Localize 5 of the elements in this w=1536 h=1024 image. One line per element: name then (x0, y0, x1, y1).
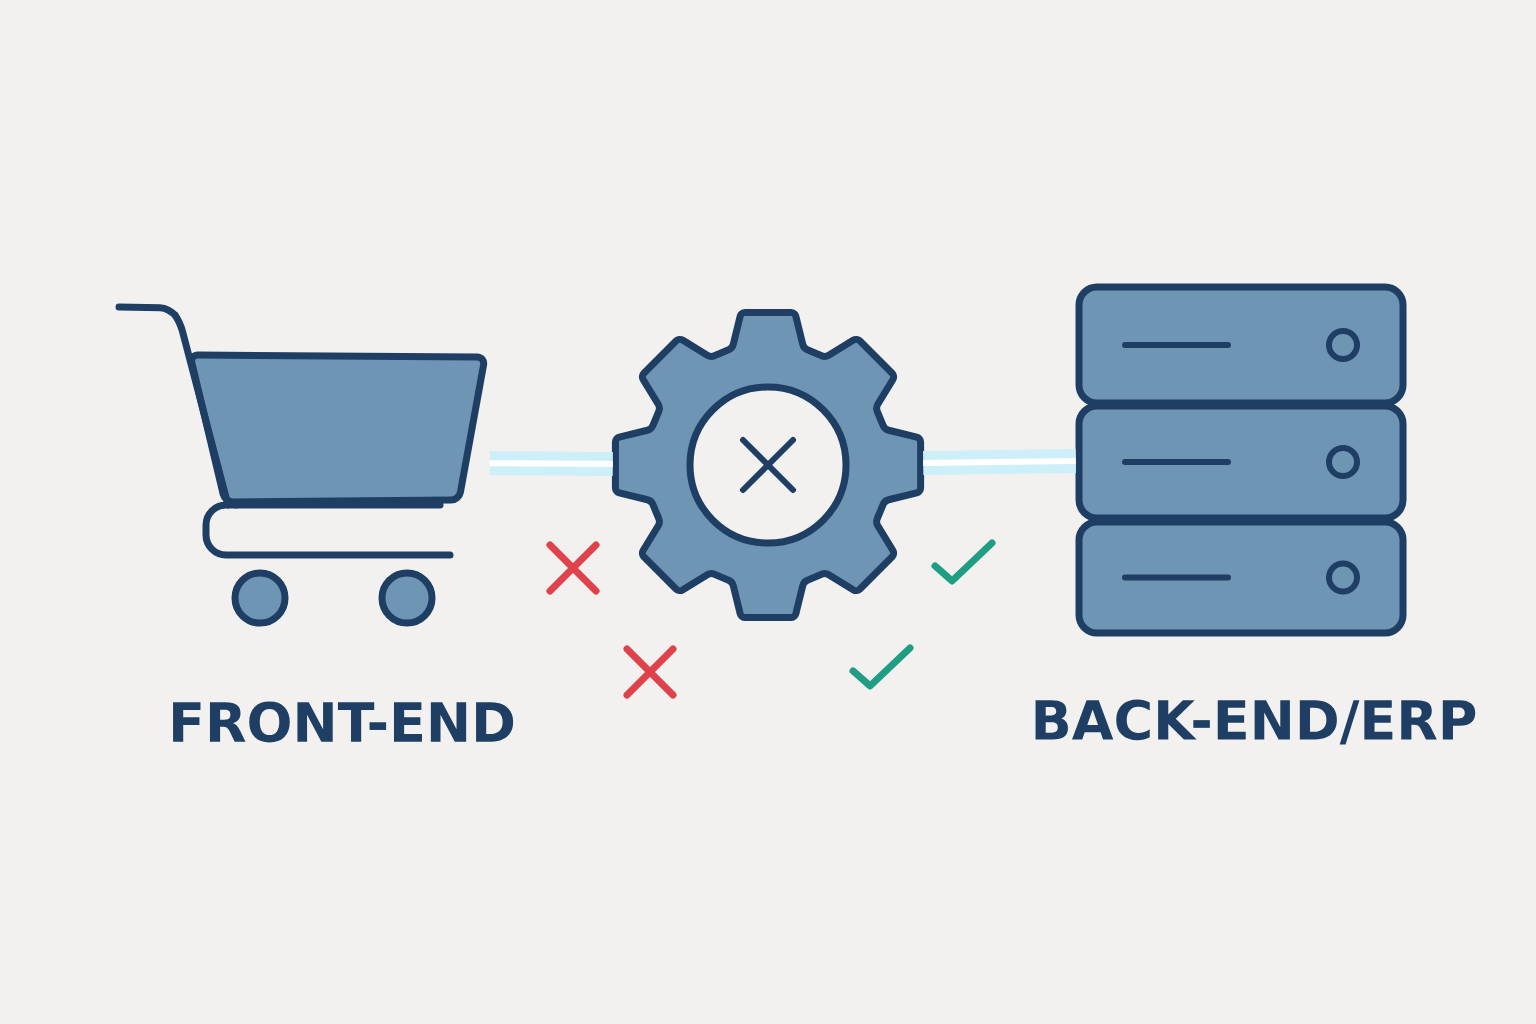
node-label: BACK-END/ERP (1035, 699, 1476, 745)
connector-line (923, 449, 1076, 476)
node-label: FRONT-END (173, 701, 514, 743)
gear-drawing (611, 308, 925, 622)
connector-line (489, 451, 613, 476)
